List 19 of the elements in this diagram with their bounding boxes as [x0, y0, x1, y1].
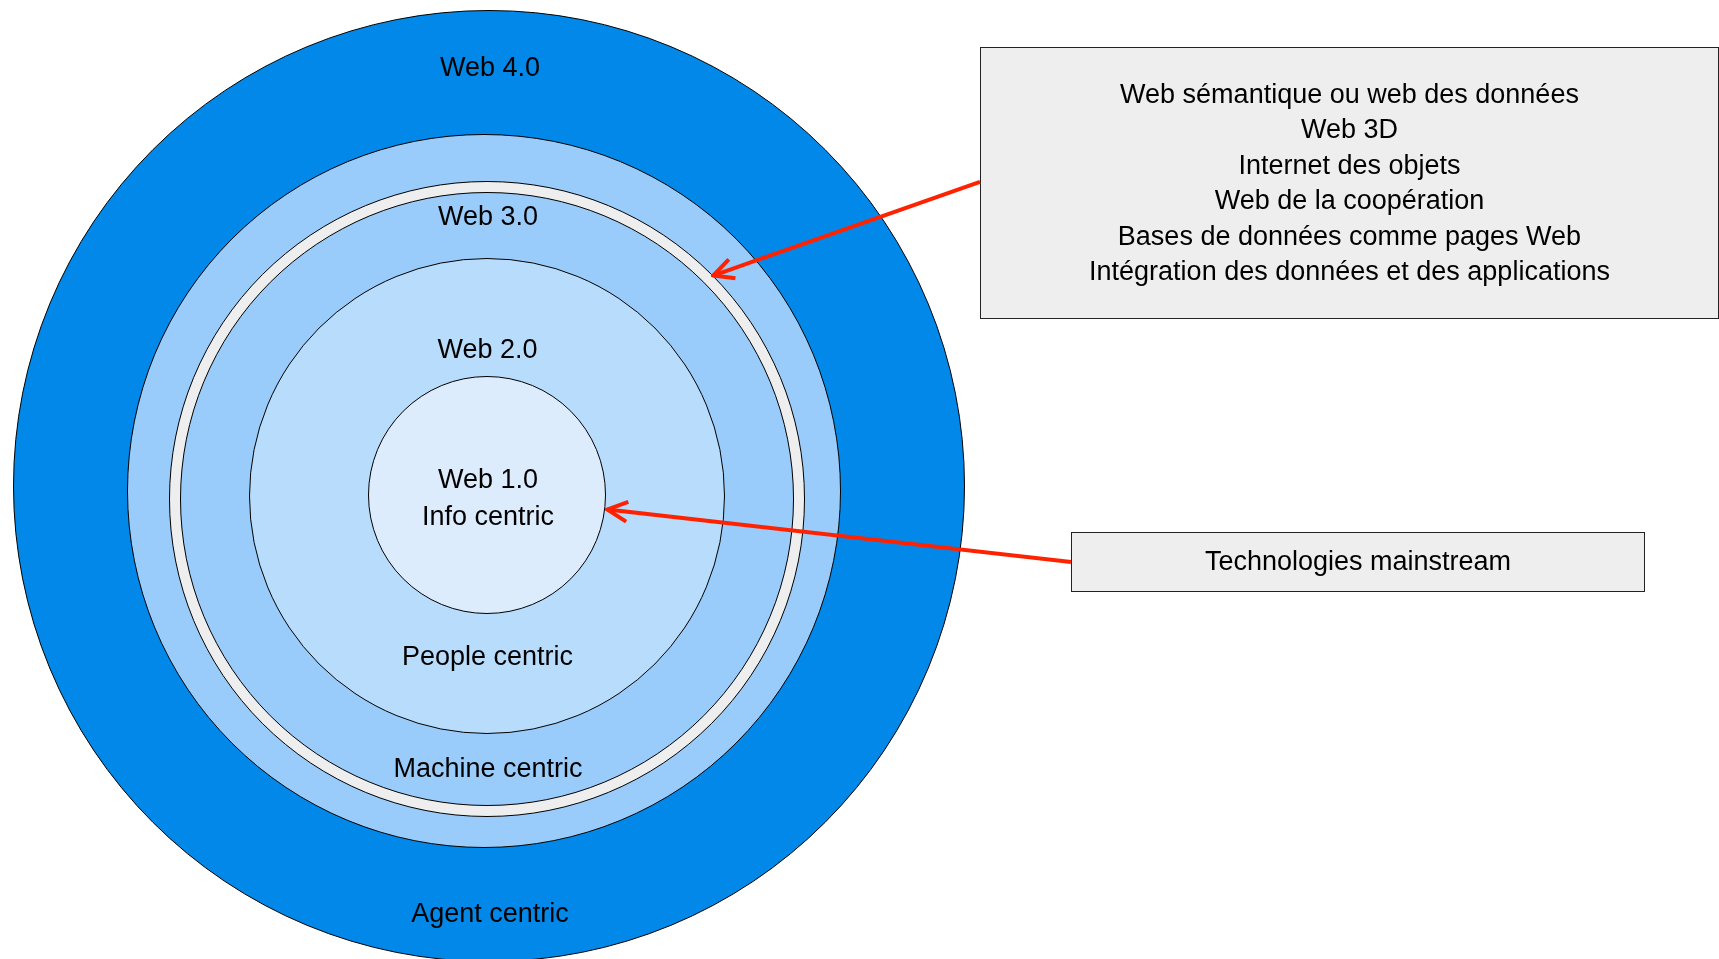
list-item: Bases de données comme pages Web: [1117, 219, 1582, 253]
list-item: Web de la coopération: [1214, 184, 1485, 217]
arrow: [605, 499, 1072, 564]
layer-title: Web 3.0: [437, 200, 539, 232]
text-box: [1071, 532, 1645, 592]
layer-subtitle: Machine centric: [393, 752, 583, 784]
layer-title: Web 4.0: [439, 51, 541, 83]
list-item: Web sémantique ou web des données: [1120, 77, 1579, 111]
layer-subtitle: Agent centric: [411, 897, 569, 929]
layer-title: Web 1.0: [437, 463, 539, 495]
layer-subtitle: Info centric: [421, 500, 555, 532]
list-item: Web 3D: [1300, 113, 1398, 146]
arrow: [711, 180, 981, 281]
list-item: Intégration des données et des applications: [1089, 255, 1610, 288]
layer-subtitle: People centric: [401, 639, 574, 672]
layer-title: Web 2.0: [437, 332, 538, 365]
text-box: [980, 47, 1719, 319]
list-item: Internet des objets: [1238, 148, 1461, 182]
box-text: Technologies mainstream: [1204, 545, 1512, 579]
